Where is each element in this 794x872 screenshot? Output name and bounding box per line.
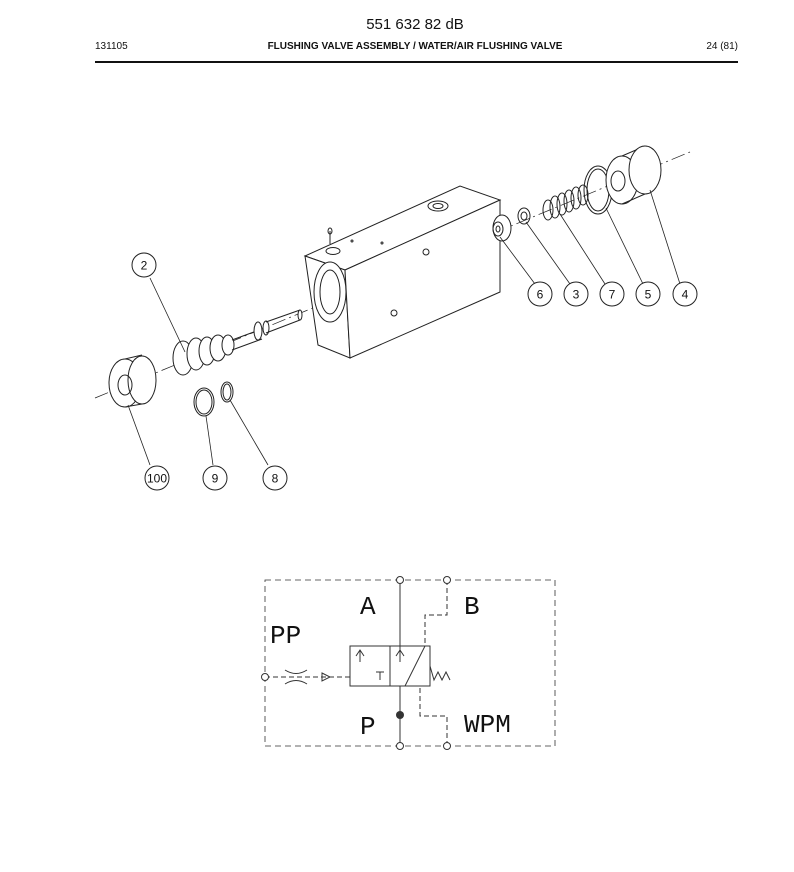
callout-9-label: 9 xyxy=(212,472,219,486)
valve-position-1 xyxy=(349,645,391,687)
callout-7-label: 7 xyxy=(609,288,616,302)
end-cap-part-4 xyxy=(605,145,662,205)
valve-position-2 xyxy=(389,645,431,687)
callout-2 xyxy=(131,252,157,278)
valve-body xyxy=(303,185,502,359)
port-wpm-node xyxy=(443,742,451,750)
callout-2-label: 2 xyxy=(141,259,148,273)
document-number: 551 632 82 dB xyxy=(366,16,464,33)
callout-7 xyxy=(599,281,625,307)
port-b-node xyxy=(443,576,451,584)
callout-100-label: 100 xyxy=(147,472,167,486)
callout-4-label: 4 xyxy=(682,288,689,302)
junction-dot xyxy=(396,711,404,719)
page-number: 24 (81) xyxy=(706,41,738,52)
callout-5-label: 5 xyxy=(645,288,652,302)
port-p-node xyxy=(396,742,404,750)
plug-part-100 xyxy=(108,354,157,408)
port-wpm-label: WPM xyxy=(464,710,511,740)
callout-6 xyxy=(527,281,553,307)
port-b-label: B xyxy=(464,592,480,622)
restrictor-symbol xyxy=(284,669,308,685)
port-p-label: P xyxy=(360,712,376,742)
spool-part-2 xyxy=(172,309,303,376)
port-a-label: A xyxy=(360,592,376,622)
callout-8-label: 8 xyxy=(272,472,279,486)
washer-part-6 xyxy=(492,214,512,242)
callout-100 xyxy=(144,465,170,491)
leader-lines xyxy=(127,189,681,466)
callout-5 xyxy=(635,281,661,307)
callout-4 xyxy=(672,281,698,307)
o-ring-part-9 xyxy=(193,387,215,417)
callout-3 xyxy=(563,281,589,307)
callout-3-label: 3 xyxy=(573,288,580,302)
o-ring-part-8 xyxy=(220,381,234,403)
spring-part-7 xyxy=(542,184,589,221)
date-code: 131105 xyxy=(95,41,128,52)
hydraulic-schematic: A B PP P WPM xyxy=(261,576,556,750)
port-a-node xyxy=(396,576,404,584)
header-divider xyxy=(95,61,738,63)
ring-part-3 xyxy=(517,207,531,225)
callout-8 xyxy=(262,465,288,491)
port-pp-node xyxy=(261,673,269,681)
callout-6-label: 6 xyxy=(537,288,544,302)
return-spring-symbol xyxy=(429,665,451,682)
port-pp-label: PP xyxy=(270,621,301,651)
page-title: FLUSHING VALVE ASSEMBLY / WATER/AIR FLUS… xyxy=(267,41,563,52)
schematic-boundary xyxy=(264,579,556,747)
callout-9 xyxy=(202,465,228,491)
